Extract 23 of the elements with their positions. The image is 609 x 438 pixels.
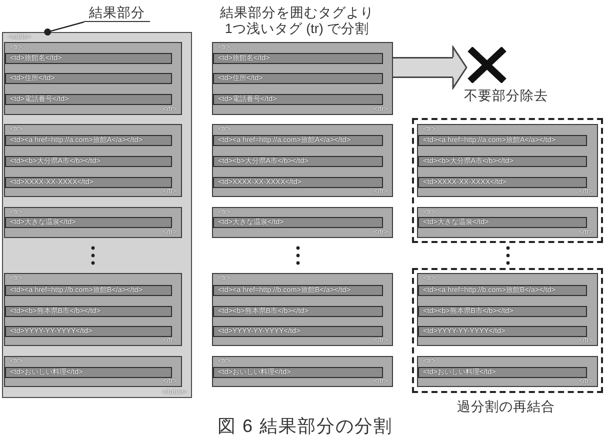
figure-caption: 図 6 結果部分の分割 (216, 416, 394, 437)
table-row-box (4, 42, 182, 115)
table-row-box (417, 124, 598, 197)
dashed-frame (412, 268, 603, 393)
table-row-box (212, 42, 393, 115)
callout-label: 結果部分 (84, 5, 150, 22)
table-row-box (212, 356, 393, 387)
dashed-frame (412, 118, 603, 243)
table-row-box (417, 207, 598, 238)
table-row-box (4, 207, 182, 238)
table-row-box (4, 124, 182, 197)
caption-text: 過分割の再結合 (456, 399, 556, 415)
table-row-box (4, 273, 182, 346)
table-row-box (4, 356, 182, 387)
heading-text: 結果部分を囲むタグより1つ浅いタグ (tr) で分割 (219, 5, 375, 37)
annotation-text: 不要部分除去 (463, 88, 549, 104)
table-box (2, 32, 192, 398)
table-row-box (417, 356, 598, 387)
leader-line (44, 21, 84, 36)
table-row-box (417, 273, 598, 346)
table-row-box (212, 273, 393, 346)
table-row-box (212, 124, 393, 197)
table-row-box (212, 207, 393, 238)
